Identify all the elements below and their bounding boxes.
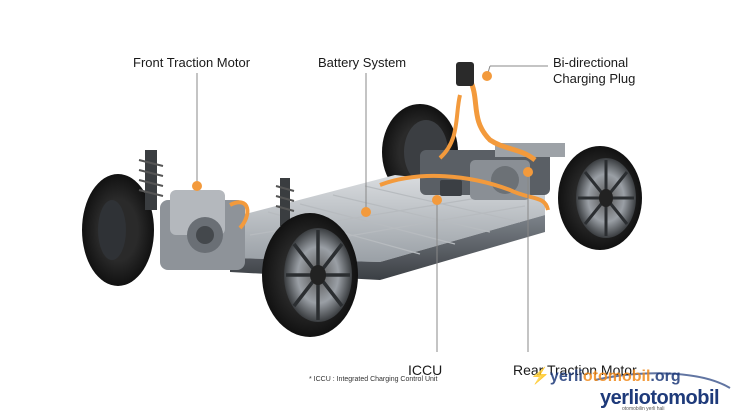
iccu-footnote: * ICCU : Integrated Charging Control Uni… [309,376,438,383]
label-front-traction-motor: Front Traction Motor [133,55,251,70]
watermark-logo-tagline: otomobilin yerli hali [622,406,665,412]
callout-dot-front-motor [192,181,202,191]
watermark-site-url: ⚡yerliotomobil.org [530,366,681,386]
callout-dot-rear-motor [523,167,533,177]
label-charging-plug: Bi-directional Charging Plug [553,55,635,87]
label-iccu: ICCU [408,362,443,378]
label-battery-system: Battery System [318,55,407,70]
callout-dot-battery [361,207,371,217]
watermark-logo: yerliotomobil [600,387,720,409]
rear-motor-assembly [379,62,565,211]
wheel-rear-near [558,146,642,250]
callout-lines [196,65,548,352]
charging-plug-icon [456,62,474,86]
watermark-mid: otomobil [582,368,651,385]
wheel-front-far [82,174,154,286]
watermark-suffix: .org [650,368,681,385]
wheel-front-near [262,213,358,337]
label-charging-plug-line1: Bi-directional [553,55,629,70]
label-rear-traction-motor: Rear Traction Motor [513,362,637,378]
callout-dots [192,71,533,217]
front-motor-assembly [138,150,295,270]
watermark-swoosh [594,372,731,389]
label-charging-plug-line2: Charging Plug [553,71,636,86]
bolt-icon: ⚡ [530,368,550,385]
watermark-prefix: yerli [549,368,583,385]
callout-dot-charging-plug [482,71,492,81]
callout-dot-iccu [432,195,442,205]
